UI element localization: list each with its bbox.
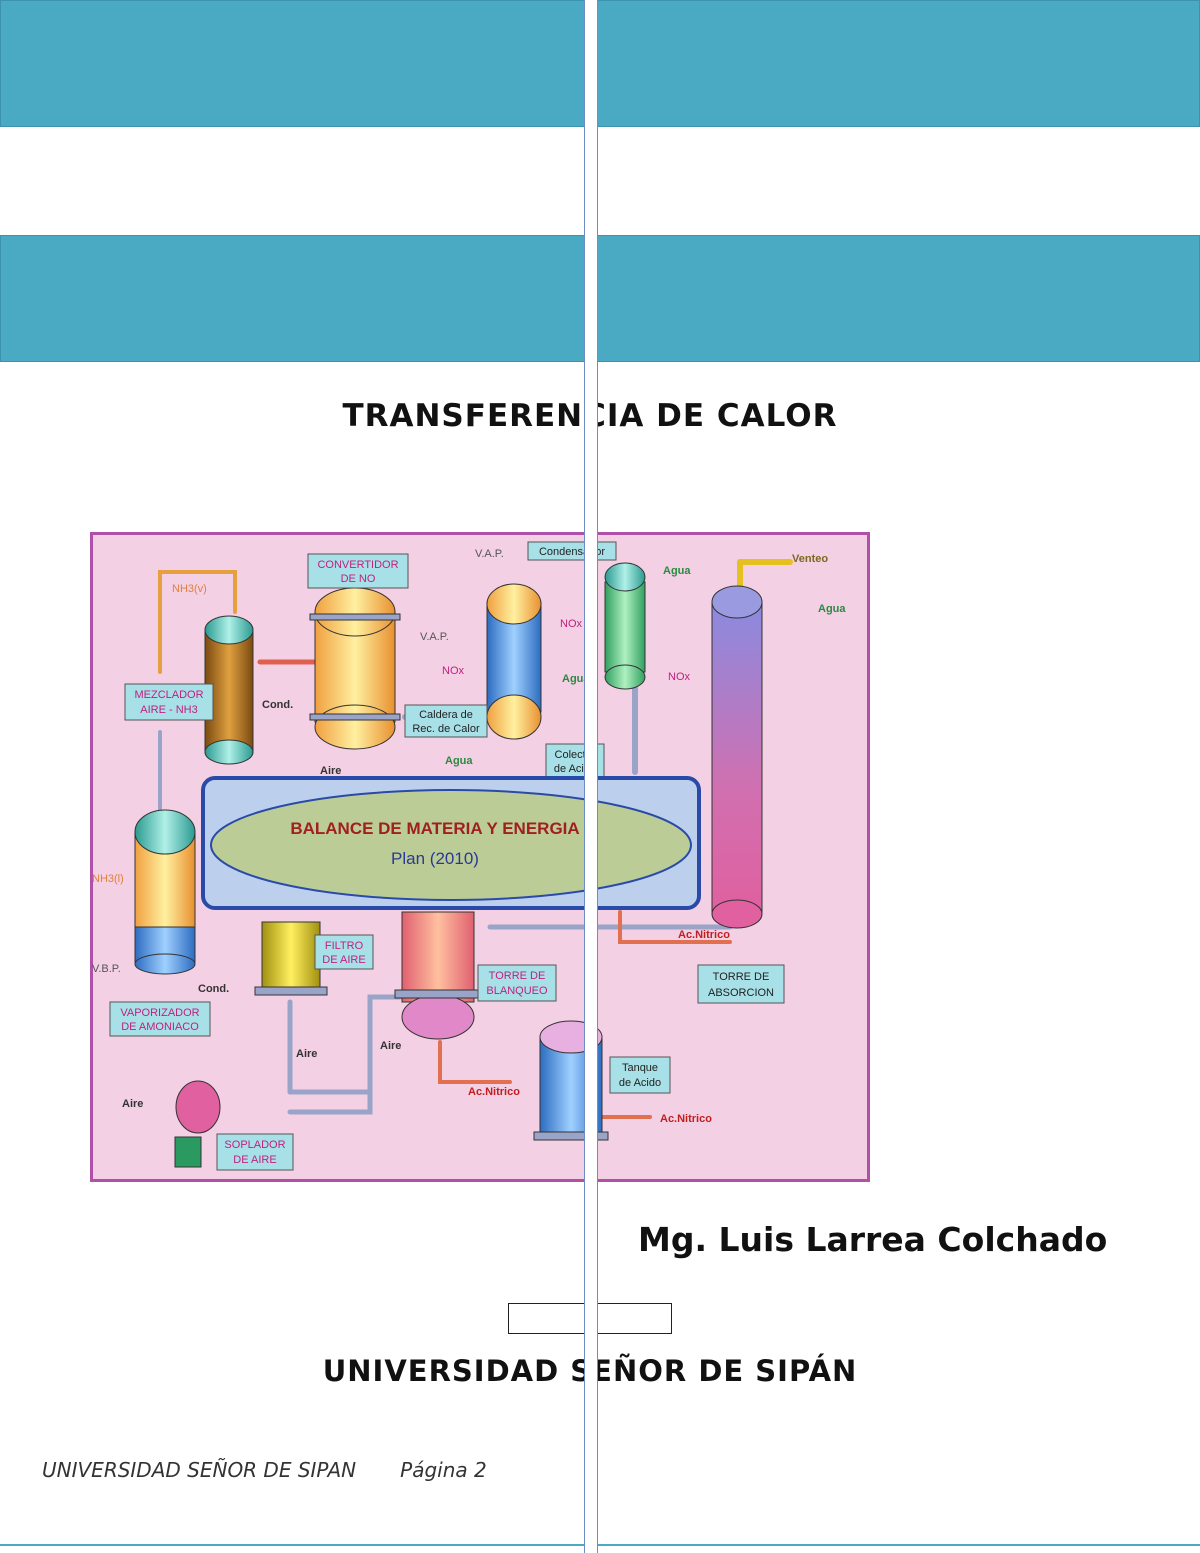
label-convertidor: CONVERTIDOR DE NO — [307, 553, 409, 589]
venteo-label: Venteo — [792, 553, 828, 565]
equipment — [134, 562, 763, 1168]
label-filtro: FILTRO DE AIRE — [314, 934, 374, 970]
vbp-label: V.B.P. — [92, 963, 121, 975]
header-band-bottom — [0, 235, 1200, 362]
filtro-label-1: FILTRO — [325, 940, 364, 952]
footer-text: UNIVERSIDAD SEÑOR DE SIPAN — [42, 1458, 357, 1482]
agua-label-1: Agua — [663, 565, 691, 577]
soplador-label-1: SOPLADOR — [224, 1139, 285, 1151]
vap-label-2: V.A.P. — [475, 548, 504, 560]
nh3v-label: NH3(v) — [172, 583, 207, 595]
acnitrico-label-2: Ac.Nitrico — [660, 1113, 712, 1125]
acnitrico-label-3: Ac.Nitrico — [678, 929, 730, 941]
mezclador-label-2: AIRE - NH3 — [140, 704, 197, 716]
label-vaporizador: VAPORIZADOR DE AMONIACO — [109, 1001, 211, 1037]
label-soplador: SOPLADOR DE AIRE — [216, 1133, 294, 1171]
vap-label-1: V.A.P. — [420, 631, 449, 643]
caldera-label-2: Rec. de Calor — [412, 723, 480, 735]
convertidor-label-1: CONVERTIDOR — [317, 559, 398, 571]
torre-blanqueo-label-2: BLANQUEO — [486, 985, 548, 997]
label-caldera: Caldera de Rec. de Calor — [404, 704, 488, 738]
caldera-label-1: Caldera de — [419, 709, 473, 721]
page-divider-line — [584, 0, 598, 1553]
torre-blanqueo-label-1: TORRE DE — [489, 970, 546, 982]
soplador-label-2: DE AIRE — [233, 1154, 276, 1166]
aire-label-3: Aire — [380, 1040, 401, 1052]
tanque-label-2: de Acido — [619, 1077, 661, 1089]
torre-absorcion-label-2: ABSORCION — [708, 987, 774, 999]
cond-label-2: Cond. — [198, 983, 229, 995]
agua-label-3: Agua — [562, 673, 590, 685]
aire-label-1: Aire — [122, 1098, 143, 1110]
header-band-top — [0, 0, 1200, 127]
agua-label-2: Agua — [818, 603, 846, 615]
banner-subtitle: Plan (2010) — [391, 849, 479, 868]
filtro-label-2: DE AIRE — [322, 954, 365, 966]
label-mezclador: MEZCLADOR AIRE - NH3 — [124, 683, 214, 721]
process-diagram: CONVERTIDOR DE NO MEZCLADOR AIRE - NH3 C… — [90, 532, 870, 1182]
acnitrico-label-1: Ac.Nitrico — [468, 1086, 520, 1098]
diagram-labels: CONVERTIDOR DE NO MEZCLADOR AIRE - NH3 C… — [92, 541, 846, 1171]
aire-label-4: Aire — [320, 765, 341, 777]
label-torre-absorcion: TORRE DE ABSORCION — [697, 964, 785, 1004]
nh3l-label: NH3(l) — [92, 873, 124, 885]
label-tanque: Tanque de Acido — [609, 1056, 671, 1094]
page-footer: UNIVERSIDAD SEÑOR DE SIPAN Página 2 — [42, 1458, 487, 1482]
agua-label-4: Agua — [445, 755, 473, 767]
vaporizador-label-2: DE AMONIACO — [121, 1021, 199, 1033]
mezclador-label-1: MEZCLADOR — [134, 689, 203, 701]
banner-title: BALANCE DE MATERIA Y ENERGIA — [290, 819, 579, 838]
nox-label-3: NOx — [668, 671, 691, 683]
torre-absorcion-label-1: TORRE DE — [713, 971, 770, 983]
author-name: Mg. Luis Larrea Colchado — [638, 1220, 1108, 1259]
tanque-label-1: Tanque — [622, 1062, 658, 1074]
footer-page-number: Página 2 — [400, 1458, 487, 1482]
convertidor-label-2: DE NO — [341, 573, 376, 585]
nox-label-2: NOx — [560, 618, 583, 630]
cond-label-1: Cond. — [262, 699, 293, 711]
label-condensador: Condensador — [527, 541, 617, 561]
footer-rule — [0, 1544, 1200, 1546]
diagram-banner: BALANCE DE MATERIA Y ENERGIA Plan (2010) — [201, 776, 701, 910]
aire-label-2: Aire — [296, 1048, 317, 1060]
vaporizador-label-1: VAPORIZADOR — [120, 1007, 199, 1019]
nox-label-1: NOx — [442, 665, 465, 677]
label-torre-blanqueo: TORRE DE BLANQUEO — [477, 964, 557, 1002]
